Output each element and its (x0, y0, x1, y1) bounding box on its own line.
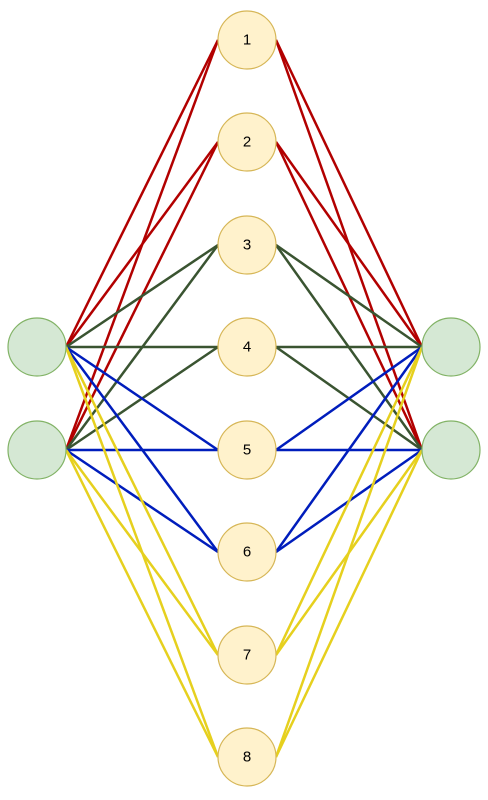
edge-in-1-h7 (64, 346, 220, 656)
edges-layer (64, 39, 424, 758)
node-circle (217, 522, 277, 582)
edge-h1-out-1 (274, 39, 424, 348)
edge-in-2-h8 (64, 449, 220, 758)
edge-h2-out-1 (274, 141, 424, 348)
edge-in-1-h6 (64, 346, 220, 553)
hidden-node-h5: 5 (217, 420, 277, 480)
node-label: 4 (243, 339, 251, 356)
edge-in-1-h5 (65, 345, 219, 452)
hidden-node-h8: 8 (217, 727, 277, 787)
node-circle (217, 10, 277, 70)
edge-h8-out-2 (274, 449, 424, 758)
node-circle (217, 625, 277, 685)
node-label: 5 (243, 442, 251, 459)
node-label: 2 (243, 134, 251, 151)
input-node-in-1 (7, 317, 67, 377)
node-circle (421, 317, 481, 377)
edge-h3-out-1 (275, 243, 423, 349)
input-node-in-2 (7, 420, 67, 480)
node-label: 7 (243, 647, 251, 664)
edge-h7-out-1 (274, 346, 424, 656)
edge-in-1-h2 (64, 141, 220, 348)
nodes-layer: 1 2 3 4 5 6 7 8 (7, 10, 481, 787)
node-circle (217, 317, 277, 377)
node-circle (7, 317, 67, 377)
node-circle (421, 420, 481, 480)
hidden-node-h3: 3 (217, 215, 277, 275)
hidden-node-h2: 2 (217, 112, 277, 172)
hidden-node-h4: 4 (217, 317, 277, 377)
hidden-node-h7: 7 (217, 625, 277, 685)
hidden-node-h1: 1 (217, 10, 277, 70)
edge-h6-out-1 (274, 346, 424, 553)
node-label: 3 (243, 237, 251, 254)
node-circle (217, 215, 277, 275)
output-node-out-1 (421, 317, 481, 377)
node-circle (217, 727, 277, 787)
node-circle (7, 420, 67, 480)
edge-h5-out-1 (275, 345, 423, 452)
hidden-node-h6: 6 (217, 522, 277, 582)
node-label: 1 (243, 32, 251, 49)
edge-in-1-h1 (64, 39, 220, 348)
node-label: 8 (243, 749, 251, 766)
edge-in-1-h3 (65, 243, 219, 349)
output-node-out-2 (421, 420, 481, 480)
edge-in-1-h8 (64, 346, 220, 758)
node-label: 6 (243, 544, 251, 561)
node-circle (217, 420, 277, 480)
node-circle (217, 112, 277, 172)
edge-h8-out-1 (274, 346, 424, 758)
